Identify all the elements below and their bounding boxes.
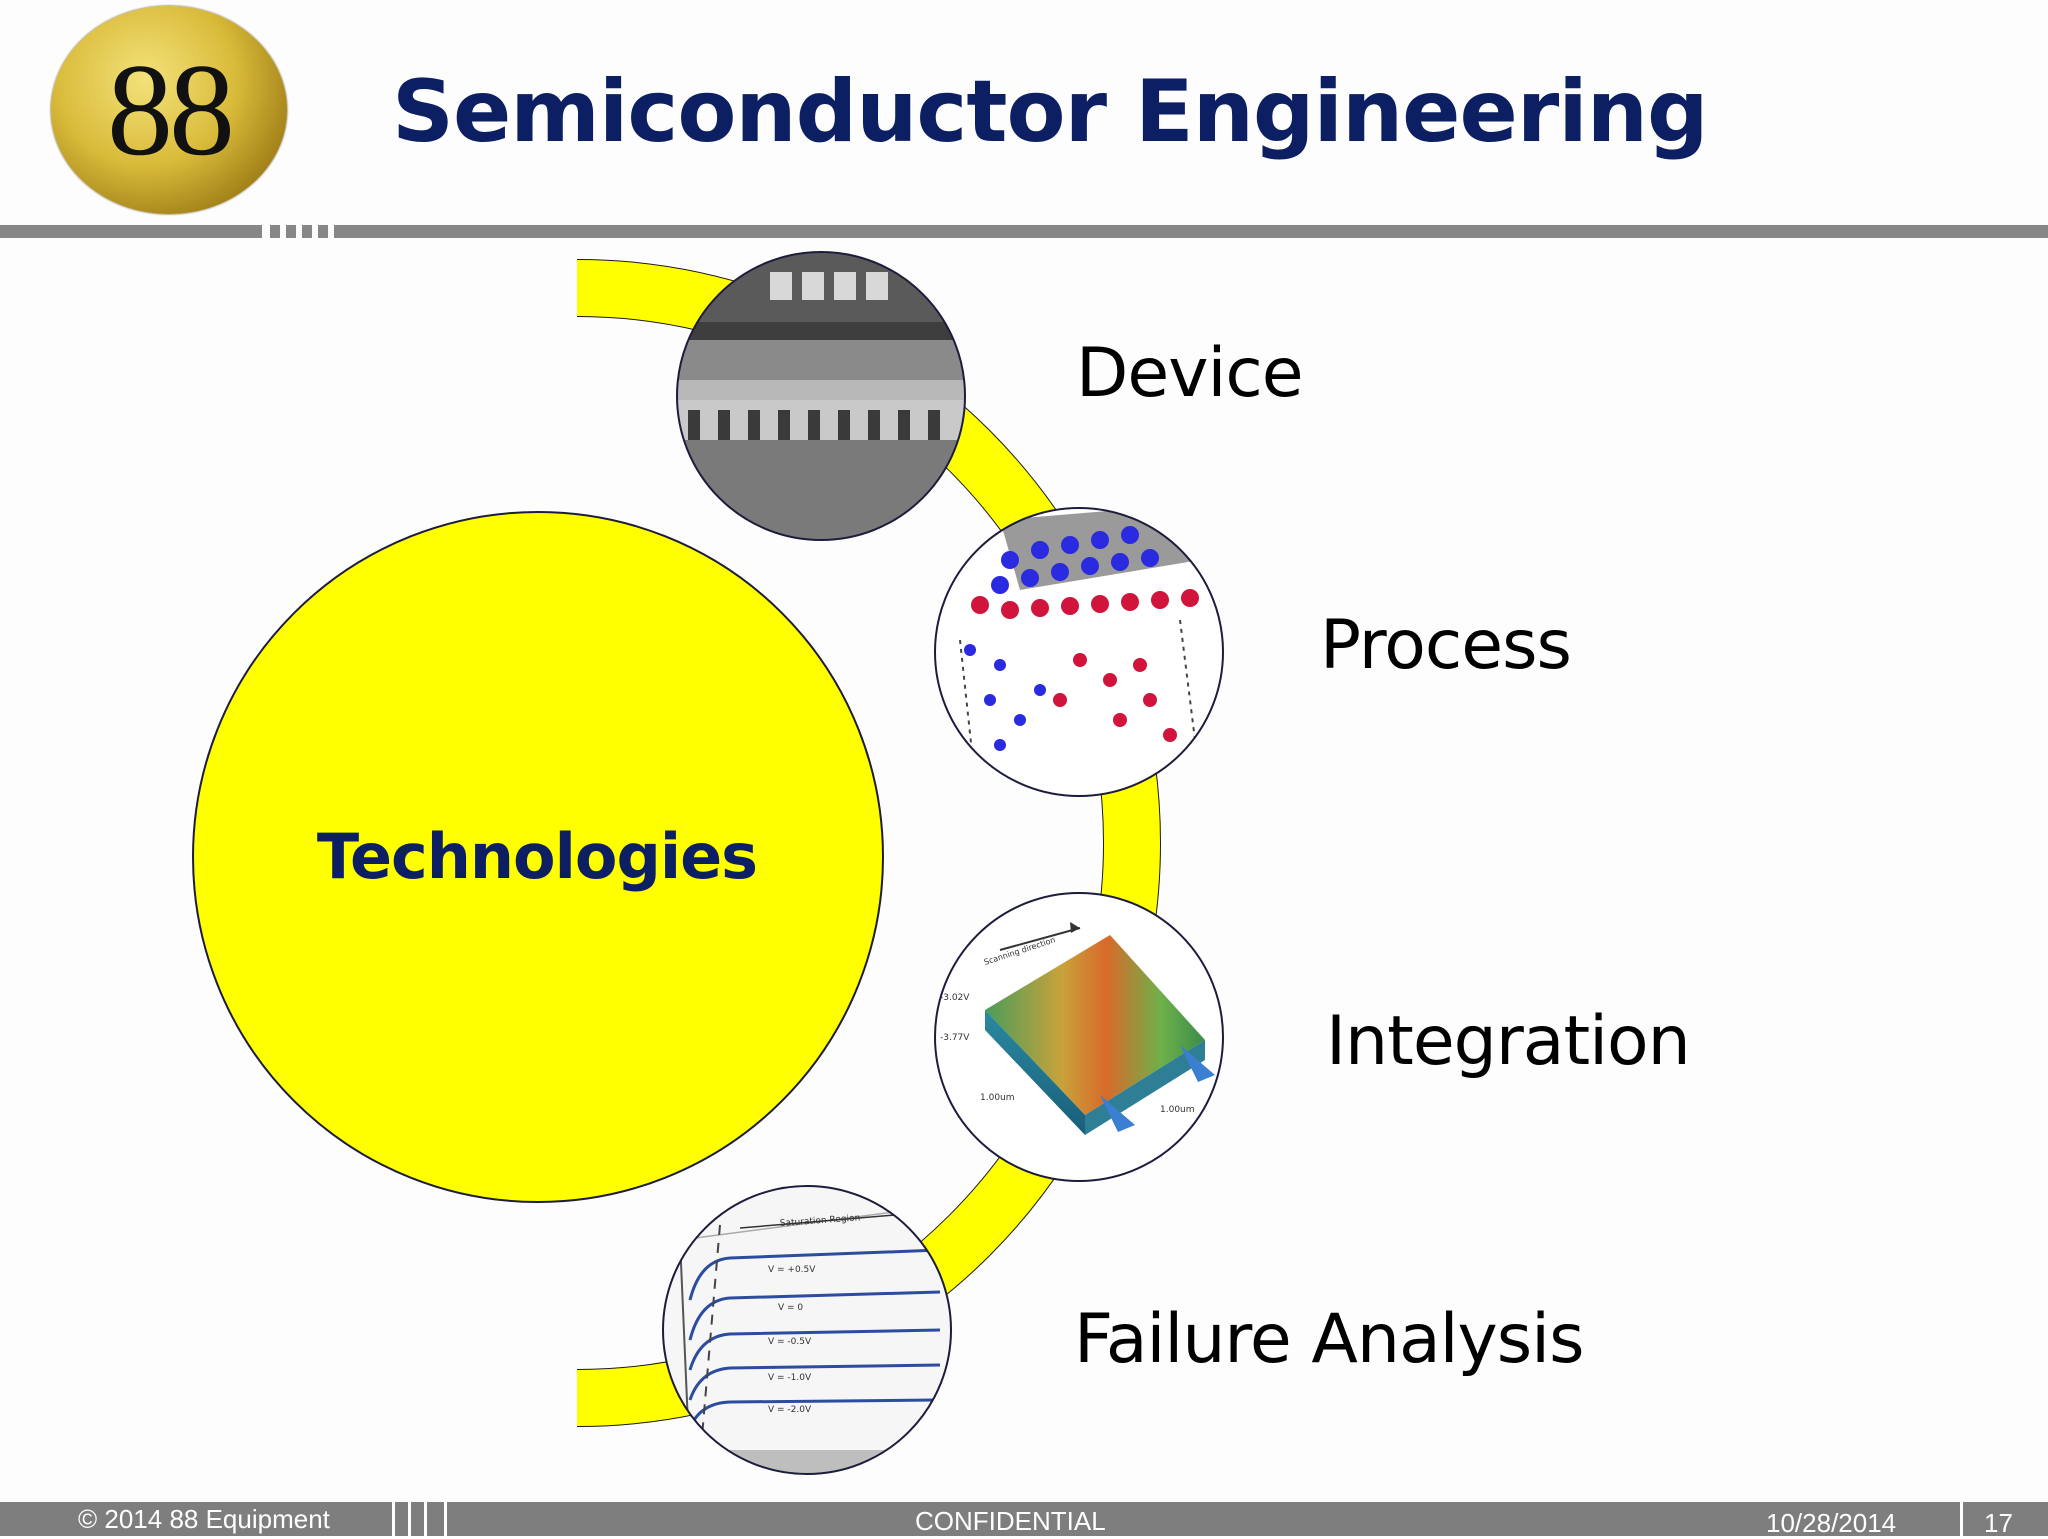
curve-label-4: V = -1.0V: [768, 1373, 812, 1383]
curve-label-2: V = 0: [778, 1303, 803, 1313]
failure-analysis-image: Saturation Region V = +0.5V V = 0 V = -0…: [663, 1186, 951, 1474]
voltage-top-label: -3.02V: [940, 993, 970, 1003]
technologies-label: Technologies: [316, 820, 758, 893]
failure-analysis-label: Failure Analysis: [1074, 1300, 1585, 1379]
date-text: 10/28/2014: [1766, 1508, 1897, 1538]
slide-title: Semiconductor Engineering: [392, 62, 1709, 162]
integration-label: Integration: [1326, 1002, 1691, 1081]
process-image: [935, 508, 1223, 796]
curve-label-5: V = -2.0V: [768, 1405, 812, 1415]
dimension-right-label: 1.00um: [1160, 1105, 1195, 1115]
company-logo: 88: [51, 6, 287, 214]
technologies-circle: [192, 511, 884, 1203]
curve-label-3: V = -0.5V: [768, 1337, 812, 1347]
curve-label-1: V = +0.5V: [768, 1265, 816, 1275]
page-divider: [1960, 1502, 1963, 1536]
integration-image: -3.02V -3.77V 1.00um 1.00um Scanning dir…: [935, 893, 1223, 1181]
device-label: Device: [1076, 334, 1304, 413]
confidential-text: CONFIDENTIAL: [915, 1506, 1106, 1536]
logo-text: 88: [107, 36, 235, 183]
dimension-left-label: 1.00um: [980, 1093, 1015, 1103]
slide-footer: © 2014 88 Equipment CONFIDENTIAL 10/28/2…: [0, 1502, 2048, 1538]
copyright-text: © 2014 88 Equipment: [78, 1504, 330, 1534]
device-image: [677, 252, 965, 540]
voltage-bottom-label: -3.77V: [940, 1033, 970, 1043]
page-number: 17: [1984, 1508, 2013, 1538]
process-label: Process: [1320, 606, 1572, 685]
